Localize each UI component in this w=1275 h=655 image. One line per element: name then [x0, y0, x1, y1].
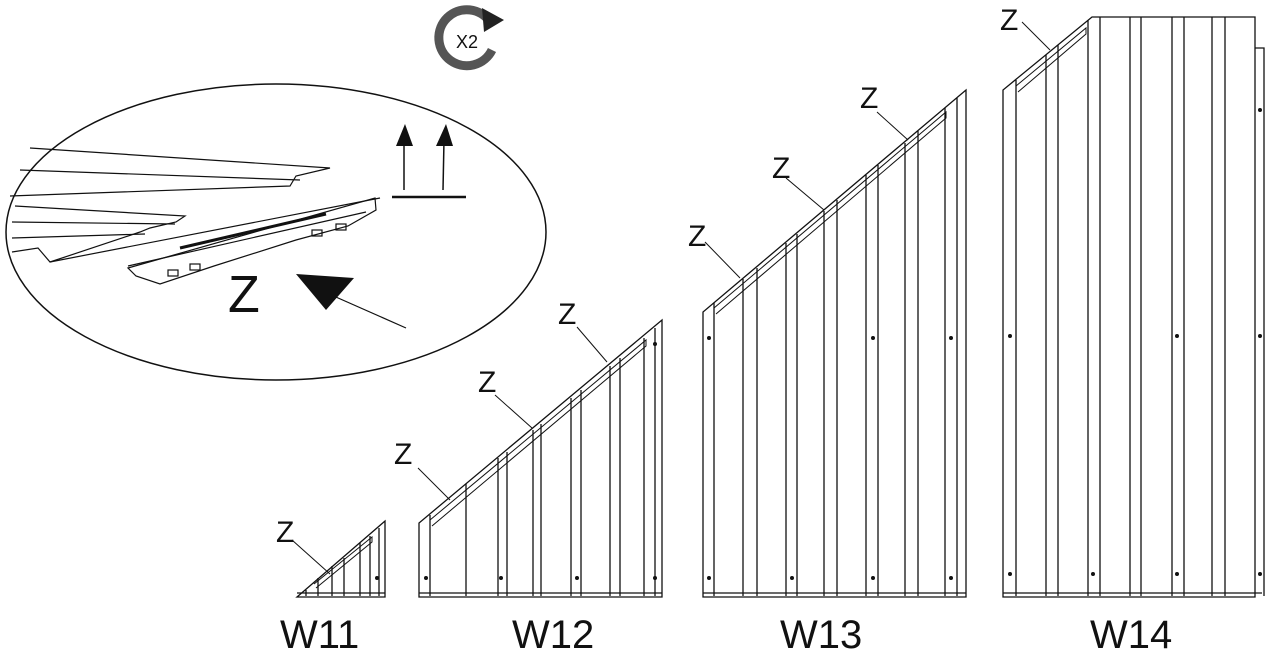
up-arrow-icon [392, 124, 466, 199]
panel-w12: Z Z Z W12 [394, 298, 663, 655]
callout-z: Z [860, 82, 878, 115]
pointer-arrow-icon [296, 274, 407, 329]
z-clip [126, 197, 377, 285]
rotate-badge-label: X2 [456, 32, 478, 52]
callout-z: Z [688, 220, 706, 253]
panel-label: W14 [1090, 613, 1172, 655]
panel-label: W13 [780, 613, 862, 655]
callout-z: Z [394, 438, 412, 471]
fastener-dots [375, 108, 1262, 580]
detail-view: Z [5, 83, 547, 381]
callout-z: Z [1000, 4, 1018, 37]
panel-label: W11 [280, 613, 359, 655]
callout-z: Z [478, 366, 496, 399]
callout-z: Z [276, 516, 294, 549]
callout-z: Z [772, 152, 790, 185]
detail-panel [9, 147, 381, 267]
callout-z: Z [558, 298, 576, 331]
panel-w14: Z W14 [1000, 4, 1265, 655]
rotate-clockwise-icon [434, 5, 504, 71]
panel-label: W12 [512, 613, 594, 655]
panel-w11: Z W11 [276, 516, 386, 655]
panel-w13: Z Z Z W13 [688, 82, 967, 655]
detail-callout-letter: Z [228, 266, 260, 324]
rotate-badge: X2 [434, 5, 504, 71]
